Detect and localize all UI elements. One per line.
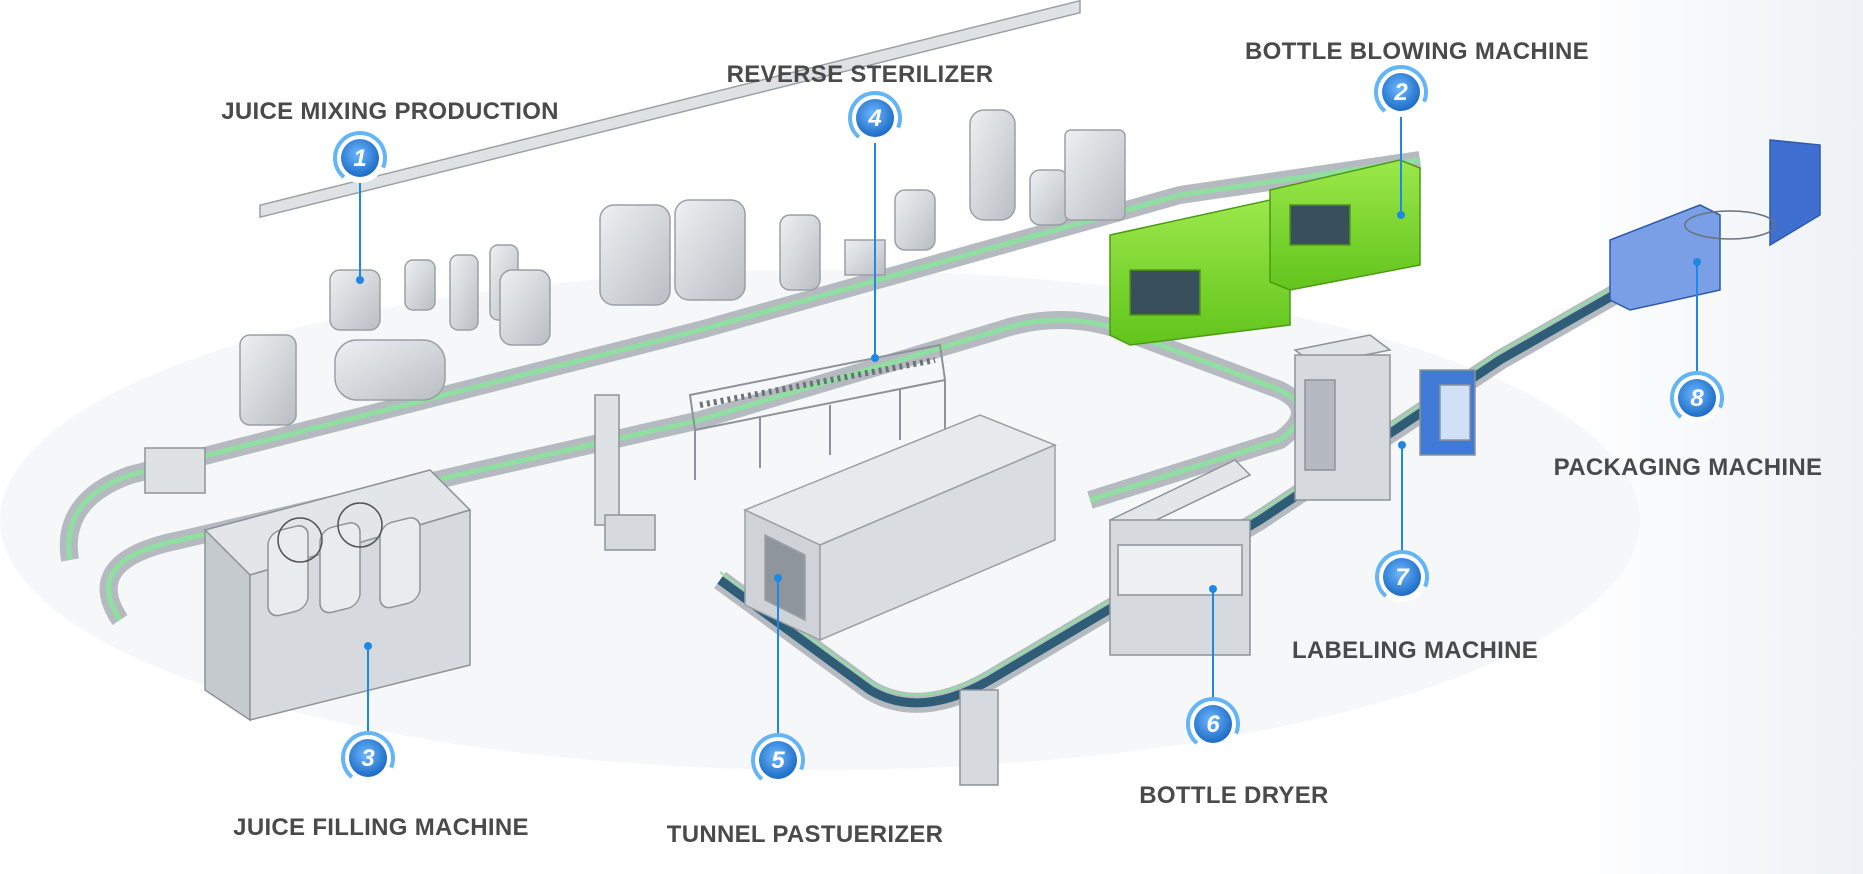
station-badge-4: 4 <box>848 91 903 145</box>
station-badge-3: 3 <box>341 731 395 785</box>
station-badge-6: 6 <box>1186 697 1240 751</box>
juice-filling-equipment <box>144 447 472 722</box>
station-number-8: 8 <box>1690 385 1704 412</box>
tunnel-pasteurizer-equipment <box>743 414 1057 642</box>
station-label-2: BOTTLE BLOWING MACHINE <box>1245 38 1589 65</box>
leader-dot-3 <box>364 642 372 650</box>
station-number-5: 5 <box>771 747 785 774</box>
bottle-blowing-equipment <box>1109 159 1421 346</box>
packaging-machine-equipment <box>1609 139 1821 311</box>
control-cabinets <box>594 394 999 786</box>
leader-dot-7 <box>1398 441 1406 449</box>
station-label-3: JUICE FILLING MACHINE <box>233 814 529 841</box>
leader-dot-1 <box>356 276 364 284</box>
leader-dot-2 <box>1397 211 1405 219</box>
station-label-5: TUNNEL PASTUERIZER <box>666 821 944 848</box>
leader-dot-8 <box>1693 258 1701 266</box>
station-badges: 1 2 3 4 5 6 7 8 <box>332 65 1724 787</box>
station-label-7: LABELING MACHINE <box>1291 637 1539 664</box>
juice-mixing-equipment <box>239 0 1126 426</box>
back-conveyor <box>59 151 1422 562</box>
station-badge-8: 8 <box>1669 371 1724 425</box>
station-number-4: 4 <box>867 105 881 132</box>
leader-dot-6 <box>1209 585 1217 593</box>
bottle-dryer-equipment <box>1108 459 1252 656</box>
station-number-6: 6 <box>1206 711 1220 738</box>
station-number-3: 3 <box>361 745 375 772</box>
leader-dot-5 <box>774 574 782 582</box>
station-number-7: 7 <box>1395 564 1410 591</box>
labeling-machine-equipment <box>1293 334 1476 501</box>
station-label-4: REVERSE STERILIZER <box>726 61 994 88</box>
station-number-1: 1 <box>353 145 366 172</box>
station-badge-7: 7 <box>1375 550 1429 604</box>
station-label-8: PACKAGING MACHINE <box>1553 454 1823 481</box>
station-label-6: BOTTLE DRYER <box>1139 782 1329 809</box>
leader-dot-4 <box>871 354 879 362</box>
reverse-sterilizer-equipment <box>688 343 947 480</box>
station-number-2: 2 <box>1393 79 1408 106</box>
station-label-1: JUICE MIXING PRODUCTION <box>221 98 559 125</box>
station-badge-1: 1 <box>332 131 387 185</box>
station-badge-5: 5 <box>751 733 805 787</box>
station-badge-2: 2 <box>1374 65 1428 119</box>
